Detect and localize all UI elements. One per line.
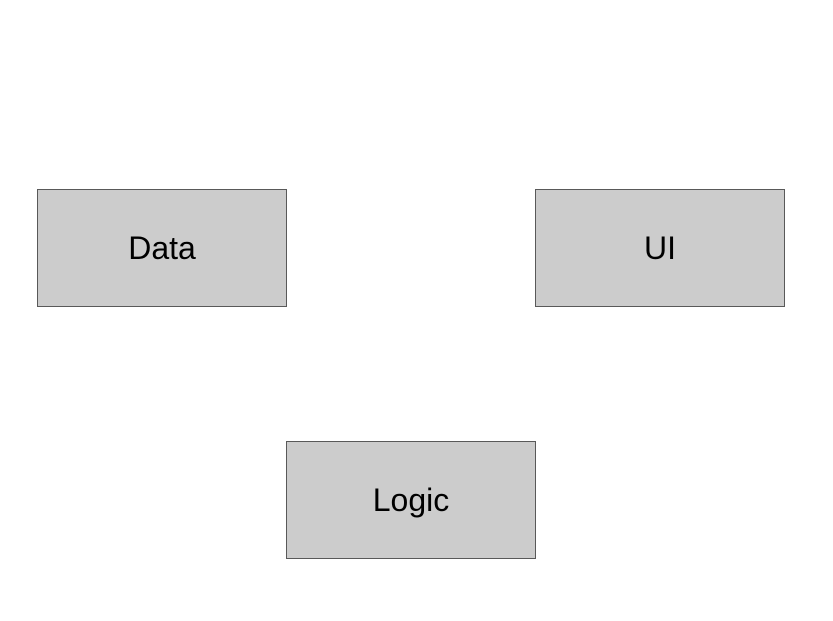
data-box[interactable]: Data <box>37 189 287 307</box>
ui-box-label: UI <box>644 230 676 266</box>
ui-box[interactable]: UI <box>535 189 785 307</box>
logic-box[interactable]: Logic <box>286 441 536 559</box>
logic-box-label: Logic <box>372 482 450 518</box>
data-box-label: Data <box>128 230 196 266</box>
